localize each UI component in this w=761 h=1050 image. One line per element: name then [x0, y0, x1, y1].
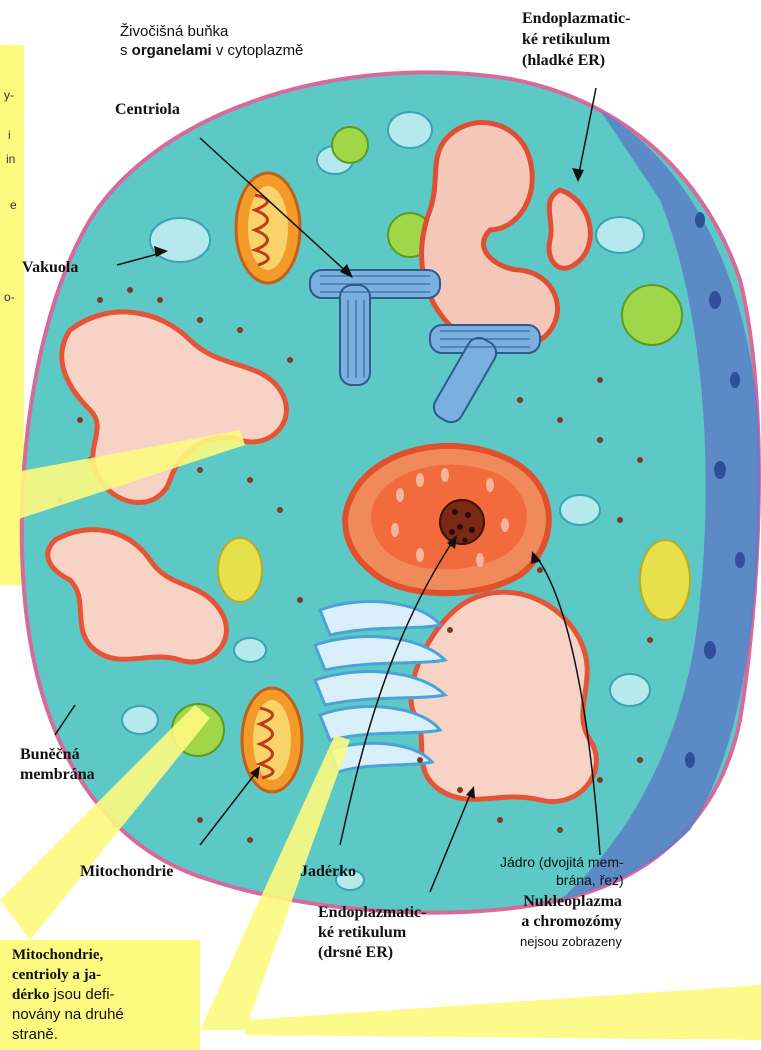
label-membrane: Buněčná membrána — [20, 745, 95, 785]
label-rough-er: Endoplazmatic- ké retikulum (drsné ER) — [318, 903, 426, 963]
edge-fragment: in — [6, 152, 15, 166]
label-jaderko: Jadérko — [300, 862, 356, 881]
label-jadro: Jádro (dvojitá mem- brána, řez) — [500, 853, 624, 889]
label-vakuola: Vakuola — [22, 258, 78, 277]
caption: Živočišná buňka s organelami v cytoplazm… — [120, 22, 303, 60]
edge-fragment: y- — [4, 88, 14, 102]
caption-line2: s organelami v cytoplazmě — [120, 41, 303, 60]
label-centriola: Centriola — [115, 100, 180, 119]
edge-fragment: i — [8, 128, 11, 142]
label-mitochondrie: Mitochondrie — [80, 862, 173, 881]
label-smooth-er: Endoplazmatic- ké retikulum (hladké ER) — [522, 8, 630, 71]
label-nucleoplasm: Nukleoplazma a chromozómy nejsou zobraze… — [520, 892, 622, 952]
edge-fragment: o- — [4, 290, 15, 304]
note-text: Mitochondrie, centrioly a ja- dérko jsou… — [12, 945, 124, 1045]
mitochondrion-bottom — [242, 688, 302, 792]
caption-line1: Živočišná buňka — [120, 22, 303, 41]
nucleolus — [440, 500, 484, 544]
mitochondrion-top — [236, 173, 300, 283]
edge-fragment: e — [10, 198, 17, 212]
